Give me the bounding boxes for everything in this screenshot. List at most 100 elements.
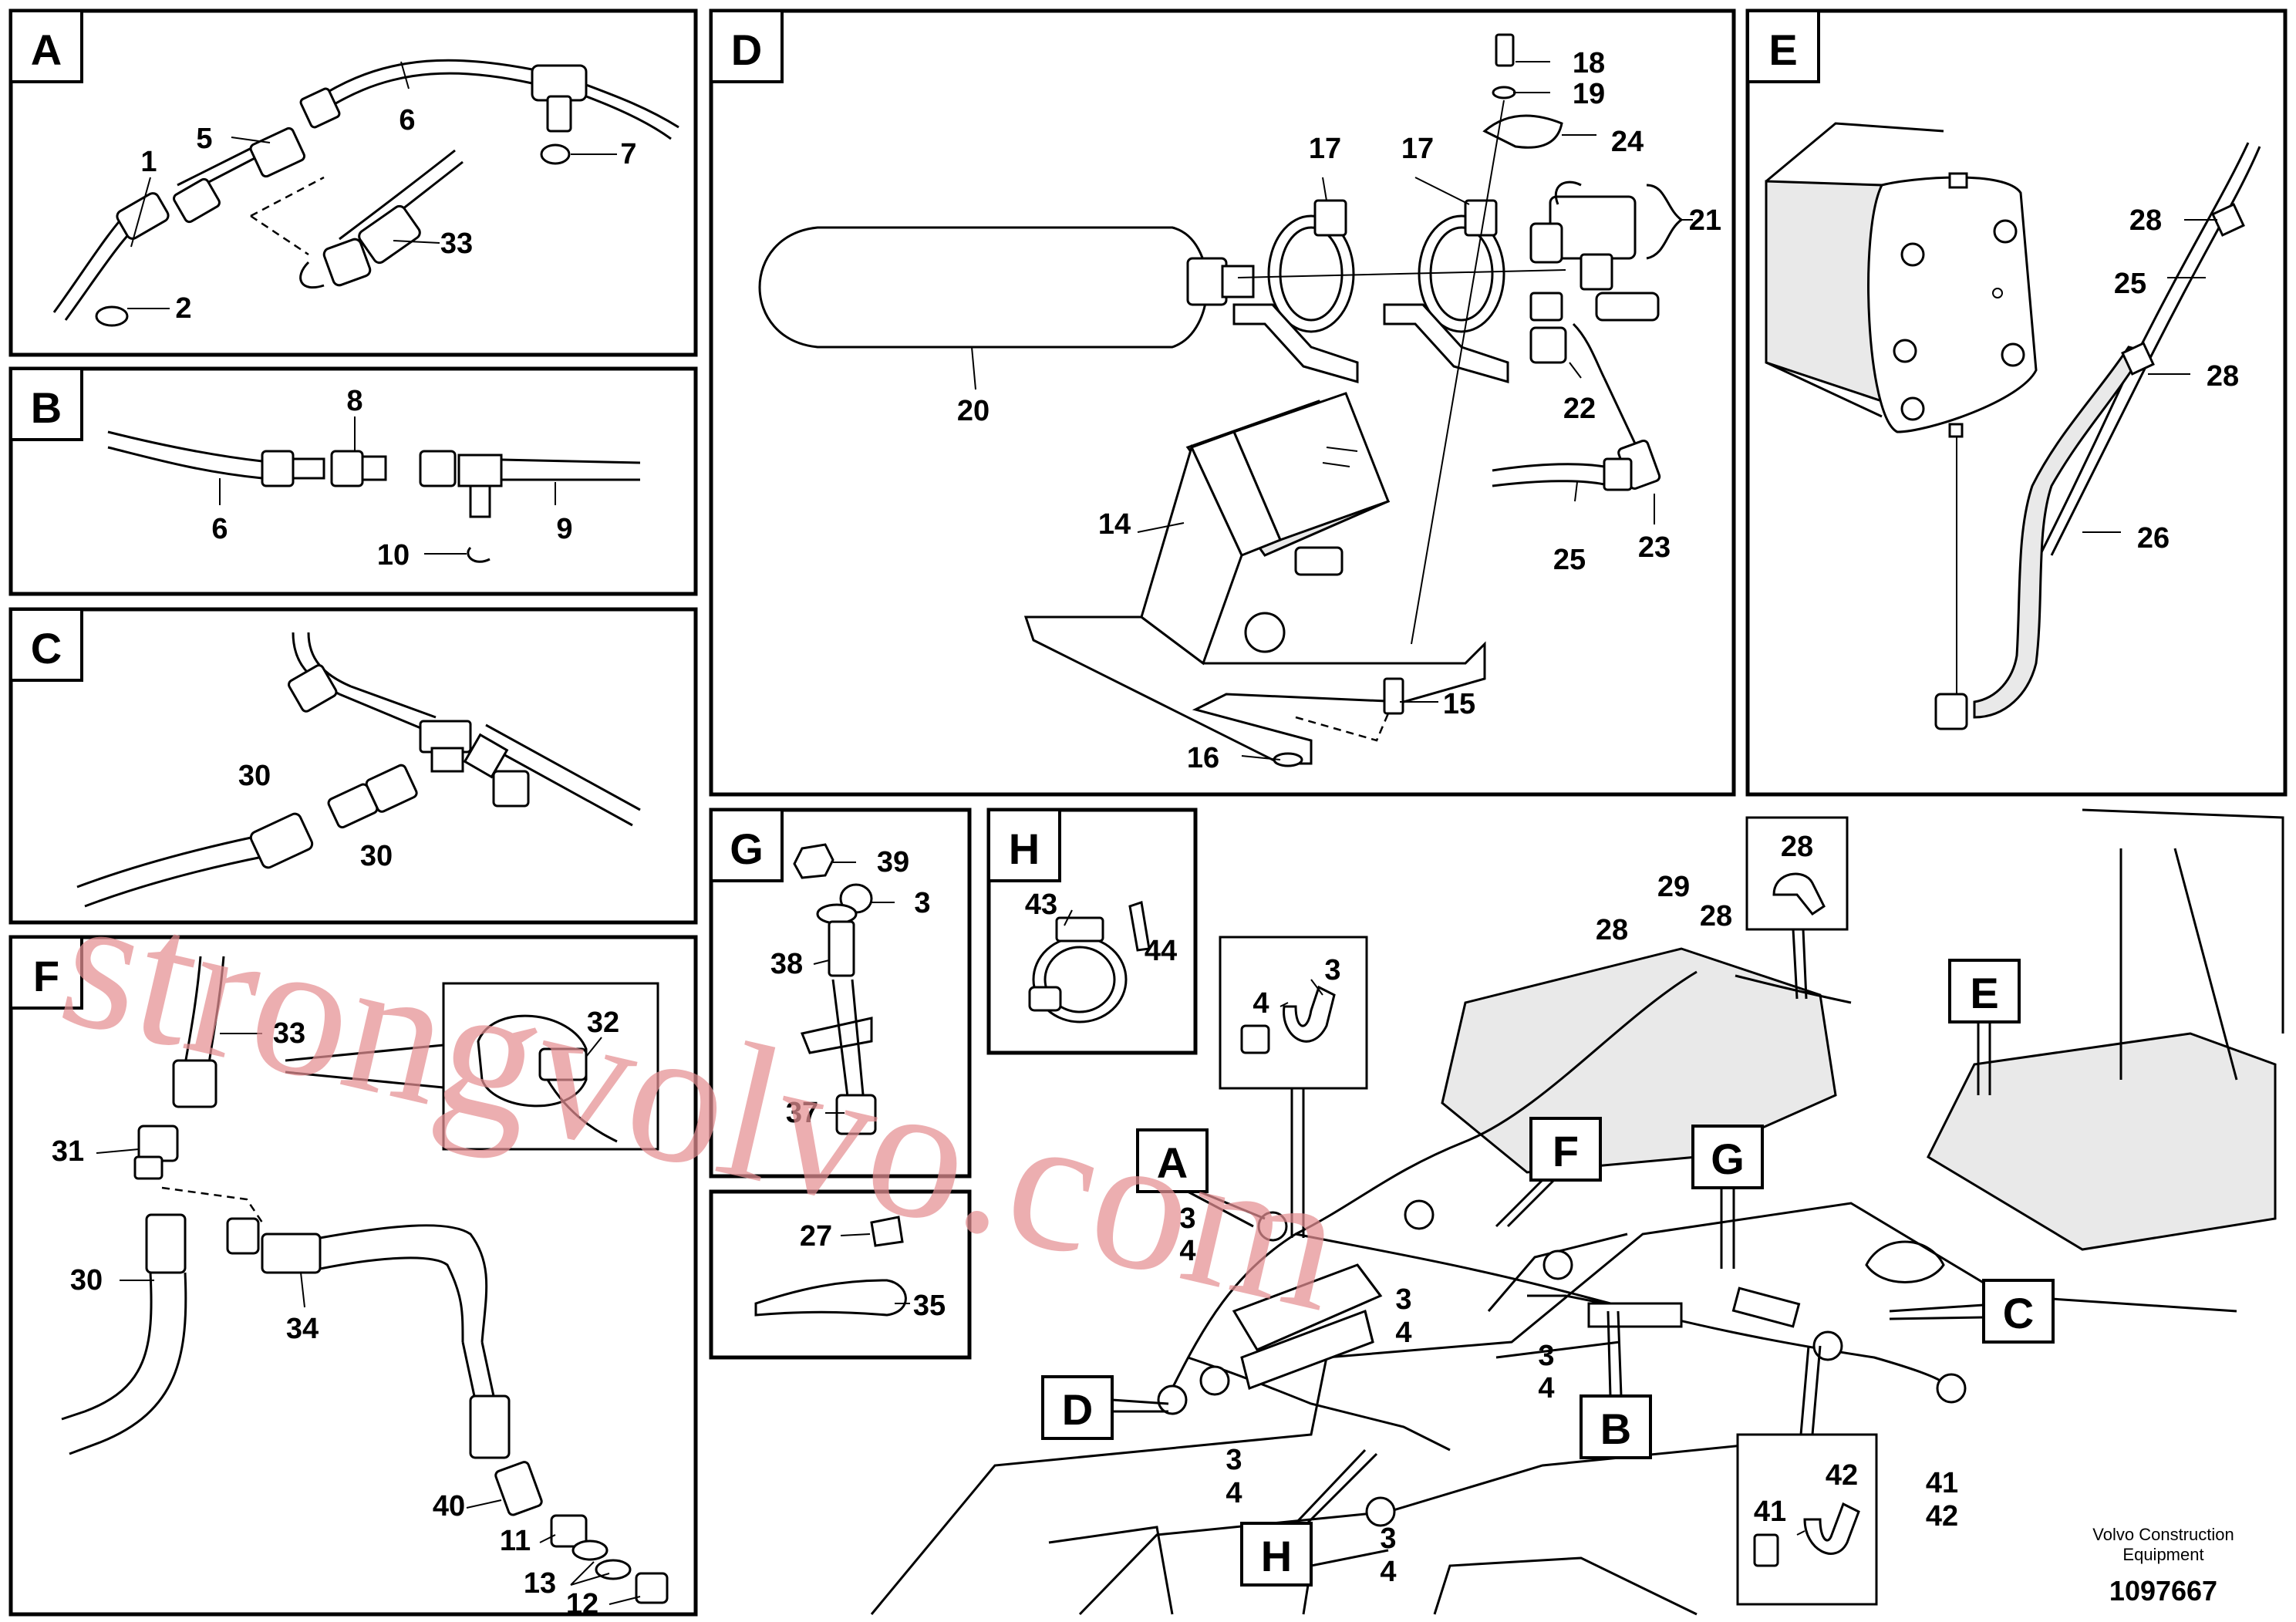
- panel-c-callouts: 30 30: [238, 760, 393, 872]
- callout-f-32: 32: [587, 1007, 619, 1039]
- callout-b-9: 9: [556, 513, 572, 545]
- overview-callouts: 28 29 28 3 4 3 4 3 4 3 4 3 4 41 42: [1179, 871, 1958, 1588]
- inset-callout-28: 28: [1781, 831, 1813, 863]
- panel-d: D: [709, 8, 1736, 797]
- callout-a-6: 6: [399, 104, 415, 137]
- panel-h: H 43 44: [986, 808, 1198, 1055]
- ov-callout-3a: 3: [1179, 1202, 1195, 1235]
- callout-g-3: 3: [914, 887, 930, 919]
- callout-27: 27: [800, 1220, 832, 1253]
- panel-a-callouts: 1 2 5 6 7 33: [140, 104, 636, 325]
- callout-a-33: 33: [440, 228, 473, 260]
- clip-tie-callouts: 27 35: [800, 1220, 946, 1322]
- callout-f-31: 31: [52, 1135, 84, 1168]
- loc-label-e: E: [1970, 969, 1998, 1017]
- callout-d-19: 19: [1573, 78, 1605, 110]
- inset-callout-41: 41: [1754, 1496, 1786, 1528]
- callout-f-34: 34: [286, 1313, 319, 1345]
- ov-callout-3c: 3: [1538, 1340, 1554, 1372]
- loc-label-g: G: [1711, 1135, 1745, 1183]
- callout-b-6: 6: [211, 513, 228, 545]
- panel-b-letter: B: [31, 383, 62, 432]
- drawing-number: 1097667: [2109, 1575, 2217, 1607]
- loc-label-a: A: [1157, 1138, 1188, 1187]
- ov-callout-4e: 4: [1380, 1556, 1396, 1588]
- callout-f-12: 12: [566, 1588, 598, 1620]
- panel-h-callouts: 43 44: [1025, 889, 1177, 967]
- callout-e-25: 25: [2114, 268, 2146, 300]
- callout-d-23: 23: [1638, 531, 1671, 564]
- callout-d-25: 25: [1553, 544, 1586, 576]
- inset-callout-42: 42: [1826, 1459, 1858, 1492]
- ov-callout-4a: 4: [1179, 1235, 1195, 1267]
- panel-b: B 8 6 9 10: [8, 366, 698, 596]
- loc-label-h: H: [1261, 1532, 1292, 1580]
- callout-h-43: 43: [1025, 889, 1057, 921]
- ov-callout-3e: 3: [1380, 1523, 1396, 1555]
- callout-a-2: 2: [175, 292, 191, 325]
- callout-d-20: 20: [957, 395, 990, 427]
- callout-d-17a: 17: [1309, 133, 1341, 165]
- inset-callout-4: 4: [1253, 987, 1269, 1020]
- callout-d-14: 14: [1098, 508, 1131, 541]
- location-labels: A F G E C D B H: [1041, 959, 2055, 1587]
- footer-company-line1: Volvo Construction: [2092, 1525, 2234, 1544]
- callout-b-8: 8: [346, 385, 362, 417]
- inset-callout-3: 3: [1324, 954, 1340, 986]
- panel-e-callouts: 28 25 28 26: [2114, 204, 2239, 555]
- ov-callout-3d: 3: [1226, 1444, 1242, 1476]
- ov-callout-3b: 3: [1395, 1283, 1411, 1316]
- callout-d-16: 16: [1187, 742, 1219, 774]
- ov-callout-28a: 28: [1596, 914, 1628, 946]
- callout-g-38: 38: [770, 948, 803, 980]
- callout-c-30a: 30: [238, 760, 271, 792]
- panel-h-letter: H: [1009, 824, 1040, 873]
- panel-g-letter: G: [730, 824, 764, 873]
- machine-overview: 3 4 28 41 42 A F: [870, 808, 2284, 1616]
- callout-f-33: 33: [273, 1017, 305, 1050]
- callout-g-37: 37: [786, 1097, 818, 1129]
- callout-d-24: 24: [1611, 126, 1644, 158]
- panel-a-letter: A: [31, 25, 62, 74]
- panel-f: F: [8, 935, 698, 1620]
- callout-f-11: 11: [500, 1525, 531, 1557]
- callout-d-22: 22: [1563, 393, 1596, 425]
- panel-b-callouts: 8 6 9 10: [211, 385, 572, 572]
- inset-clamp-a: 3 4: [1219, 936, 1368, 1238]
- callout-d-15: 15: [1443, 688, 1475, 720]
- callout-b-10: 10: [377, 539, 410, 572]
- panel-f-callouts: 33 32 31 30 34 40 11 13 12: [52, 1007, 619, 1620]
- callout-e-28a: 28: [2129, 204, 2162, 237]
- inset-clamp-28: 28: [1745, 816, 1849, 1000]
- footer-company-line2: Equipment: [2122, 1545, 2203, 1564]
- loc-label-b: B: [1600, 1404, 1631, 1453]
- callout-c-30b: 30: [360, 840, 393, 872]
- callout-g-39: 39: [877, 846, 909, 878]
- ov-callout-4d: 4: [1226, 1477, 1242, 1509]
- callout-f-13: 13: [524, 1567, 556, 1600]
- callout-d-21: 21: [1689, 204, 1721, 237]
- ov-callout-4c: 4: [1538, 1372, 1554, 1404]
- panel-clip-tie: 27 35: [709, 1189, 972, 1360]
- loc-label-d: D: [1062, 1385, 1093, 1434]
- callout-a-5: 5: [196, 123, 212, 155]
- callout-a-1: 1: [140, 146, 157, 178]
- ov-callout-28b: 28: [1700, 900, 1732, 932]
- footer: Volvo Construction Equipment 1097667: [2092, 1525, 2234, 1607]
- callout-e-26: 26: [2137, 522, 2170, 555]
- panel-c-letter: C: [31, 624, 62, 673]
- callout-h-44: 44: [1145, 935, 1177, 967]
- inset-clamp-b: 41 42: [1736, 1345, 1878, 1606]
- panel-e-letter: E: [1768, 25, 1797, 74]
- callout-e-28b: 28: [2207, 360, 2239, 393]
- callout-35: 35: [913, 1290, 946, 1322]
- callout-a-7: 7: [620, 138, 636, 170]
- loc-label-f: F: [1553, 1127, 1579, 1175]
- panel-e: E 28 25 28 26: [1745, 8, 2288, 797]
- callout-f-40: 40: [433, 1490, 465, 1523]
- callout-d-18: 18: [1573, 47, 1605, 79]
- ov-callout-41: 41: [1926, 1467, 1958, 1499]
- panel-g: G 39 3 38 37: [709, 808, 972, 1179]
- loc-label-c: C: [2003, 1289, 2034, 1337]
